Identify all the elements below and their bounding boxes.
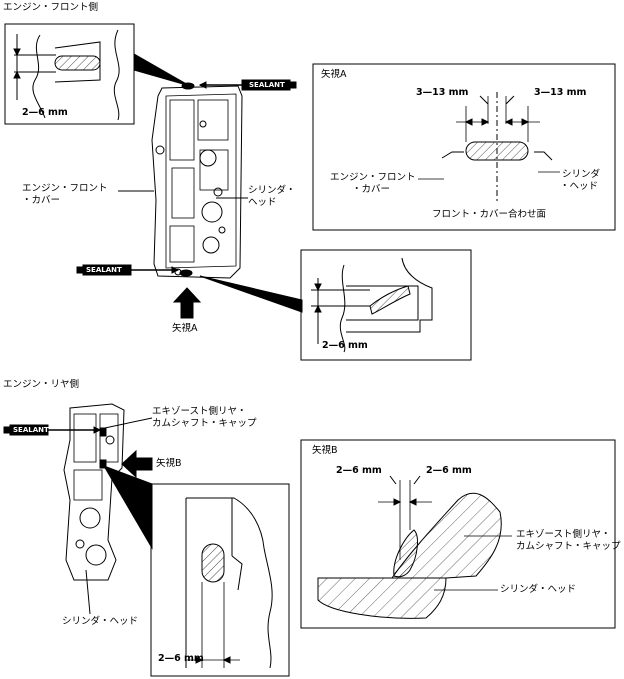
leader-wedge-front-top <box>133 53 191 87</box>
label-exhaust-cap-rear-2: カムシャフト・キャップ <box>152 418 257 429</box>
dim-front-top-box: 2—6 mm <box>22 107 68 118</box>
label-cylinder-head-front-1: シリンダ・ <box>248 185 296 196</box>
view-a-dim-right: 3—13 mm <box>534 87 587 98</box>
label-exhaust-cap-rear-1: エキゾースト側リヤ・ <box>152 406 247 417</box>
label-view-a: 矢視A <box>172 323 198 334</box>
view-b-exhaust-cap-1: エキゾースト側リヤ・ <box>516 529 611 540</box>
view-a-arrow <box>172 287 202 319</box>
label-view-b: 矢視B <box>156 458 182 469</box>
engine-rear-outline <box>63 403 125 581</box>
view-b-exhaust-cap-2: カムシャフト・キャップ <box>516 541 621 552</box>
view-b-dim-left: 2—6 mm <box>336 465 382 476</box>
section-title-rear: エンジン・リヤ側 <box>3 379 80 390</box>
view-b-box <box>300 439 616 629</box>
view-a-mating-surface: フロント・カバー合わせ面 <box>432 209 547 220</box>
detail-box-rear <box>150 483 290 677</box>
detail-box-front-top <box>4 23 135 125</box>
view-a-front-cover-1: エンジン・フロント <box>330 172 416 183</box>
view-a-box <box>312 63 616 231</box>
leader-wedge-rear <box>102 465 153 550</box>
label-cylinder-head-front-2: ヘッド <box>248 197 277 208</box>
dim-front-bottom-box: 2—6 mm <box>322 340 368 351</box>
view-a-front-cover-2: ・カバー <box>352 184 391 195</box>
label-front-cover-2: ・カバー <box>22 195 61 206</box>
view-a-dim-left: 3—13 mm <box>416 87 469 98</box>
label-front-cover-1: エンジン・フロント <box>22 183 108 194</box>
sealant-label-rear: SEALANT <box>13 426 49 434</box>
view-a-title: 矢視A <box>321 69 347 80</box>
leader-cylinder-head-rear <box>85 569 91 615</box>
view-b-dim-right: 2—6 mm <box>426 465 472 476</box>
leader-exhaust-cap-rear <box>99 417 153 430</box>
leader-wedge-front-bottom <box>199 275 303 313</box>
view-b-arrow <box>121 449 153 479</box>
view-b-title: 矢視B <box>312 445 338 456</box>
sealant-label-bottom: SEALANT <box>86 266 122 274</box>
view-a-cylinder-head-1: シリンダ <box>562 169 601 180</box>
view-a-cylinder-head-2: ・ヘッド <box>560 181 599 192</box>
dim-rear-box: 2—6 mm <box>158 653 204 664</box>
section-title-front: エンジン・フロント側 <box>3 2 99 13</box>
label-cylinder-head-rear: シリンダ・ヘッド <box>62 616 139 627</box>
engine-front-outline <box>151 82 243 279</box>
sealant-tube-bottom <box>76 264 180 276</box>
sealant-label-top: SEALANT <box>249 81 285 89</box>
sealant-tube-rear <box>3 424 102 436</box>
detail-box-front-bottom <box>300 249 472 361</box>
view-b-cylinder-head: シリンダ・ヘッド <box>500 584 577 595</box>
